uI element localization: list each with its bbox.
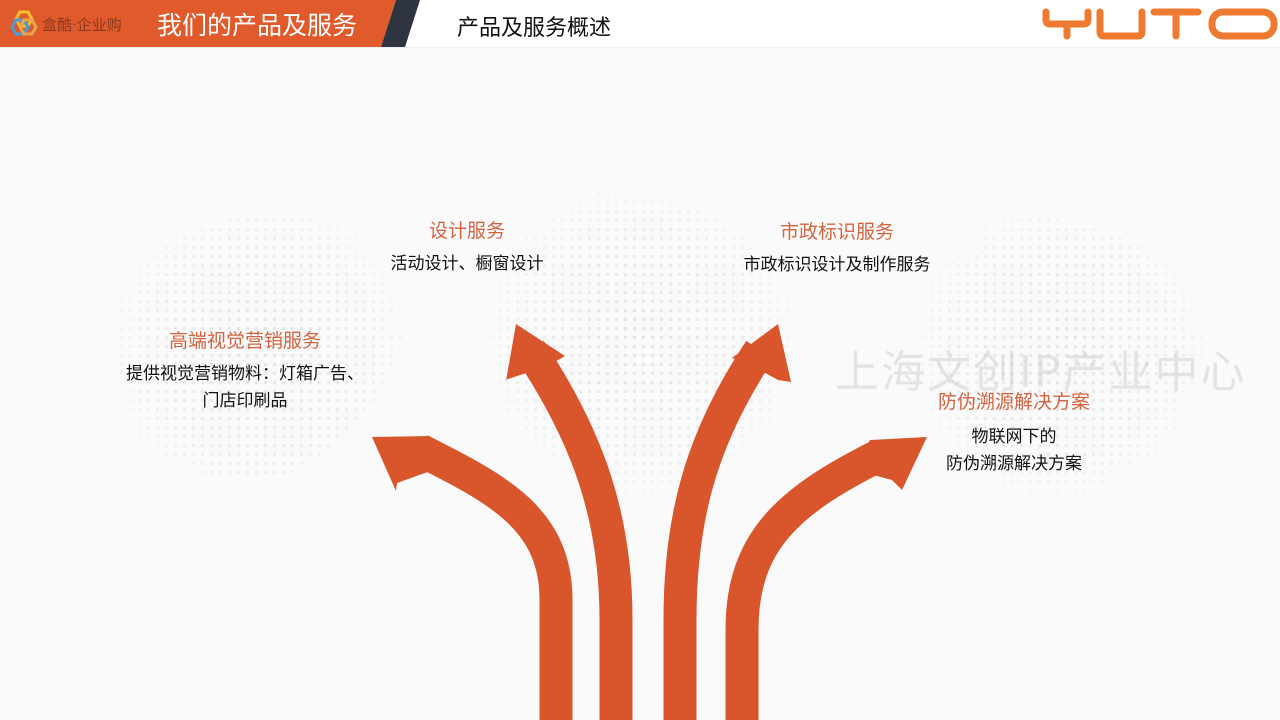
header-bar: 盒酷·企业购 我们的产品及服务 产品及服务概述 bbox=[0, 0, 1280, 47]
arrow-left-shaft bbox=[412, 435, 573, 720]
header-band bbox=[0, 0, 420, 47]
service-description: 活动设计、橱窗设计 bbox=[390, 254, 544, 274]
world-map-background bbox=[0, 48, 1280, 720]
service-municipal-signage: 市政标识服务 市政标识设计及制作服务 bbox=[717, 217, 957, 279]
service-visual-marketing: 高端视觉营销服务 提供视觉营销物料：灯箱广告、 门店印刷品 bbox=[110, 326, 380, 415]
service-title: 防伪溯源解决方案 bbox=[937, 391, 1090, 413]
service-design: 设计服务 活动设计、橱窗设计 bbox=[367, 216, 567, 278]
arrow-center-right-head bbox=[732, 324, 791, 382]
hexagon-logo-icon bbox=[10, 10, 38, 36]
service-title: 高端视觉营销服务 bbox=[168, 330, 321, 352]
arrow-center-left-head bbox=[505, 324, 565, 381]
arrow-center-right-shaft bbox=[663, 340, 774, 720]
service-description: 市政标识设计及制作服务 bbox=[743, 255, 931, 275]
page-title: 我们的产品及服务 bbox=[157, 11, 358, 40]
page-subtitle: 产品及服务概述 bbox=[457, 16, 612, 41]
service-description: 提供视觉营销物料：灯箱广告、 门店印刷品 bbox=[126, 364, 364, 411]
arrow-left-head bbox=[372, 436, 463, 491]
service-anti-counterfeit: 防伪溯源解决方案 物联网下的 防伪溯源解决方案 bbox=[914, 387, 1114, 478]
arrow-center-left-shaft bbox=[516, 340, 633, 720]
arrow-right-shaft bbox=[725, 440, 888, 720]
service-title: 设计服务 bbox=[428, 220, 505, 242]
header-divider bbox=[0, 47, 1280, 48]
arrow-right-head bbox=[855, 437, 927, 490]
yuto-brand-logo bbox=[1042, 8, 1278, 40]
company-logo: 盒酷·企业购 bbox=[10, 9, 140, 39]
watermark-text: 上海文创IP产业中心 bbox=[835, 347, 1247, 398]
logo-text: 盒酷·企业购 bbox=[42, 15, 122, 34]
service-title: 市政标识服务 bbox=[779, 221, 894, 243]
service-description: 物联网下的 防伪溯源解决方案 bbox=[946, 427, 1082, 474]
